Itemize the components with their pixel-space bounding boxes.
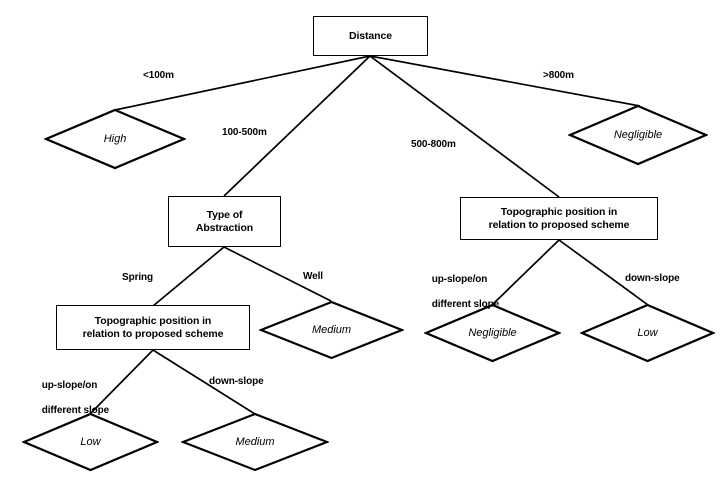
edge-label-gt-800m: >800m bbox=[543, 70, 574, 81]
diamond-shape bbox=[568, 104, 708, 166]
node-low-right[interactable]: Low bbox=[580, 303, 715, 363]
node-medium-bottom[interactable]: Medium bbox=[181, 412, 329, 472]
edge-upslope-bottom bbox=[89, 349, 154, 415]
edge-500-800m bbox=[369, 55, 560, 198]
edge-label-downslope-right: down-slope bbox=[625, 273, 680, 284]
edge-well bbox=[223, 246, 332, 302]
edge-label-downslope-bottom: down-slope bbox=[209, 376, 264, 387]
node-high-label: High bbox=[103, 133, 127, 145]
edge-downslope-bottom bbox=[152, 349, 256, 415]
node-medium-well-label: Medium bbox=[311, 324, 352, 336]
node-negligible-right-label: Negligible bbox=[468, 327, 517, 339]
line-2: relation to proposed scheme bbox=[82, 327, 224, 340]
node-negligible-top-label: Negligible bbox=[613, 129, 663, 141]
node-topographic-left-label: Topographic position in relation to prop… bbox=[80, 315, 227, 341]
diamond-shape bbox=[181, 412, 329, 472]
edge-upslope-right bbox=[491, 239, 560, 306]
node-negligible-right[interactable]: Negligible bbox=[424, 303, 561, 363]
line-2: different slope bbox=[41, 404, 110, 416]
line-1: Topographic position in bbox=[500, 205, 618, 218]
diamond-shape bbox=[259, 300, 404, 360]
edge-label-500-800m: 500-800m bbox=[411, 139, 456, 150]
node-low-right-label: Low bbox=[637, 327, 658, 339]
node-low-bottom-label: Low bbox=[80, 436, 101, 448]
edge-label-100-500m: 100-500m bbox=[222, 127, 267, 138]
node-distance[interactable]: Distance bbox=[313, 16, 428, 56]
node-medium-well[interactable]: Medium bbox=[259, 300, 404, 360]
edge-100-500m bbox=[223, 55, 371, 197]
edge-downslope-right bbox=[558, 239, 649, 306]
edge-label-upslope-right: up-slope/on different slope bbox=[421, 261, 500, 324]
edge-spring bbox=[152, 246, 225, 307]
line-1: up-slope/on bbox=[41, 379, 98, 391]
edge-gt-800m bbox=[369, 55, 641, 107]
diamond-shape bbox=[44, 108, 186, 170]
node-topographic-right[interactable]: Topographic position in relation to prop… bbox=[460, 197, 658, 240]
node-topographic-left[interactable]: Topographic position in relation to prop… bbox=[56, 305, 250, 350]
line-1: up-slope/on bbox=[431, 273, 488, 285]
node-medium-bottom-label: Medium bbox=[235, 436, 275, 448]
node-distance-label: Distance bbox=[349, 29, 392, 42]
line-1: Topographic position in bbox=[94, 314, 212, 327]
edge-label-well: Well bbox=[303, 271, 323, 282]
diamond-shape bbox=[424, 303, 561, 363]
node-type-of-abstraction[interactable]: Type of Abstraction bbox=[168, 196, 281, 247]
line-1: Type of bbox=[206, 208, 243, 221]
node-low-bottom[interactable]: Low bbox=[22, 412, 159, 472]
node-topographic-right-label: Topographic position in relation to prop… bbox=[486, 206, 633, 232]
line-2: Abstraction bbox=[195, 221, 254, 234]
edge-label-lt-100m: <100m bbox=[143, 70, 174, 81]
diamond-shape bbox=[580, 303, 715, 363]
line-2: relation to proposed scheme bbox=[488, 218, 630, 231]
edge-lt-100m bbox=[114, 55, 371, 111]
node-type-of-abstraction-label: Type of Abstraction bbox=[193, 209, 256, 235]
diamond-shape bbox=[22, 412, 159, 472]
edge-label-spring: Spring bbox=[122, 272, 154, 283]
line-2: different slope bbox=[431, 298, 500, 310]
edge-label-upslope-bottom: up-slope/on different slope bbox=[31, 367, 110, 430]
node-negligible-top[interactable]: Negligible bbox=[568, 104, 708, 166]
node-high[interactable]: High bbox=[44, 108, 186, 170]
